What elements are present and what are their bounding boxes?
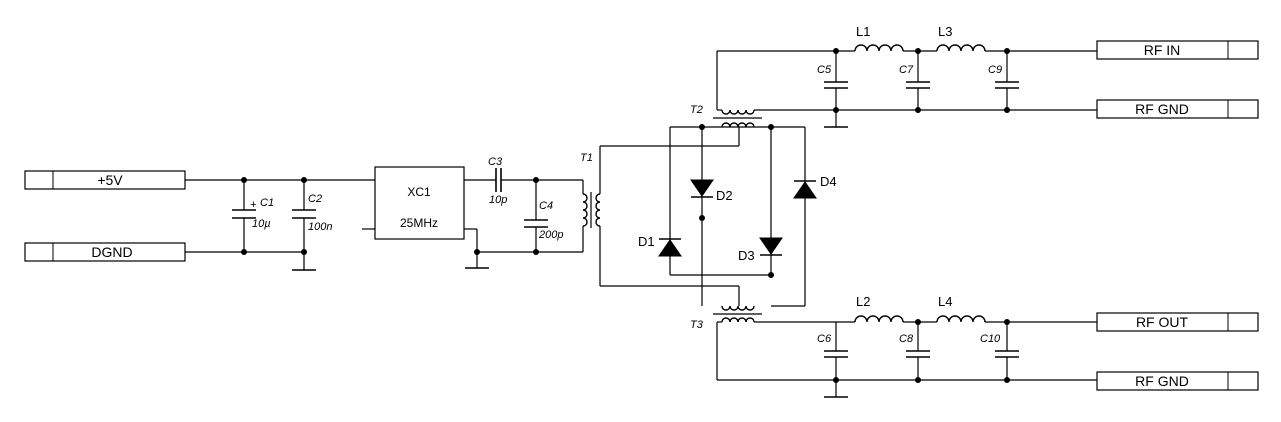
terminal-rf-gnd-bottom-label: RF GND: [1135, 373, 1189, 389]
rf-out-filter-wiring: [716, 319, 1097, 398]
terminal-rf-out-label: RF OUT: [1136, 314, 1189, 330]
terminal-dgnd-label: DGND: [91, 244, 132, 260]
c1-value: 10µ: [252, 218, 271, 230]
t2-ref: T2: [690, 104, 703, 116]
terminal-rf-gnd-bottom: RF GND: [1096, 371, 1259, 391]
t3-ref: T3: [690, 319, 704, 331]
capacitor-c6: C6: [817, 333, 848, 358]
capacitor-c3: C3 10p: [488, 156, 507, 206]
terminal-rf-gnd-top: RF GND: [1096, 99, 1259, 119]
c8-ref: C8: [899, 333, 914, 345]
capacitor-c2: C2 100n: [292, 193, 332, 233]
capacitor-c9: C9: [988, 64, 1019, 89]
diode-d4: D4: [793, 174, 837, 199]
terminal-vcc: +5V: [24, 170, 186, 190]
supply-wiring: [185, 177, 375, 270]
c9-ref: C9: [988, 64, 1002, 76]
c3-ref: C3: [488, 156, 503, 168]
d2-ref: D2: [716, 188, 733, 203]
d3-ref: D3: [738, 248, 755, 263]
mixer-wiring: [600, 124, 806, 307]
inductor-l1: L1: [854, 24, 904, 52]
transformer-t2: T2: [690, 104, 762, 128]
c4-value: 200p: [538, 229, 563, 241]
terminal-rf-gnd-top-label: RF GND: [1135, 101, 1189, 117]
oscillator-xc1: XC1 25MHz: [362, 166, 465, 240]
d4-ref: D4: [820, 174, 837, 189]
d1-ref: D1: [638, 234, 655, 249]
capacitor-c10: C10: [980, 333, 1019, 358]
diode-d1: D1: [638, 234, 682, 257]
terminal-rf-in: RF IN: [1096, 40, 1259, 60]
terminal-rf-in-label: RF IN: [1144, 42, 1181, 58]
l4-ref: L4: [938, 294, 952, 309]
terminal-vcc-label: +5V: [97, 172, 123, 188]
c6-ref: C6: [817, 333, 832, 345]
c3-value: 10p: [489, 194, 507, 206]
terminal-rf-out: RF OUT: [1096, 312, 1259, 332]
inductor-l2: L2: [854, 294, 904, 323]
c1-polarity: +: [250, 199, 257, 211]
c10-ref: C10: [980, 333, 1001, 345]
capacitor-c7: C7: [899, 64, 930, 89]
capacitor-c8: C8: [899, 333, 930, 358]
rf-in-filter-wiring: [716, 48, 1097, 128]
c1-ref: C1: [260, 197, 274, 209]
xc1-frequency: 25MHz: [400, 216, 438, 230]
l3-ref: L3: [938, 24, 952, 39]
l1-ref: L1: [856, 24, 870, 39]
c2-ref: C2: [308, 193, 322, 205]
diode-d2: D2: [690, 179, 733, 203]
inductor-l4: L4: [936, 294, 986, 323]
c4-ref: C4: [539, 200, 553, 212]
c7-ref: C7: [899, 64, 914, 76]
capacitor-c4: C4 200p: [524, 200, 563, 241]
capacitor-c1: + C1 10µ: [232, 197, 274, 230]
terminal-dgnd: DGND: [24, 242, 186, 262]
t1-ref: T1: [580, 152, 593, 164]
l2-ref: L2: [856, 294, 870, 309]
diode-d3: D3: [738, 237, 783, 263]
c2-value: 100n: [308, 221, 332, 233]
c5-ref: C5: [817, 64, 832, 76]
xc1-name: XC1: [407, 185, 431, 199]
inductor-l3: L3: [936, 24, 986, 52]
capacitor-c5: C5: [817, 64, 848, 89]
transformer-t1: T1: [580, 146, 601, 286]
oscillator-wiring: [464, 177, 584, 269]
transformer-t3: T3: [690, 305, 762, 331]
